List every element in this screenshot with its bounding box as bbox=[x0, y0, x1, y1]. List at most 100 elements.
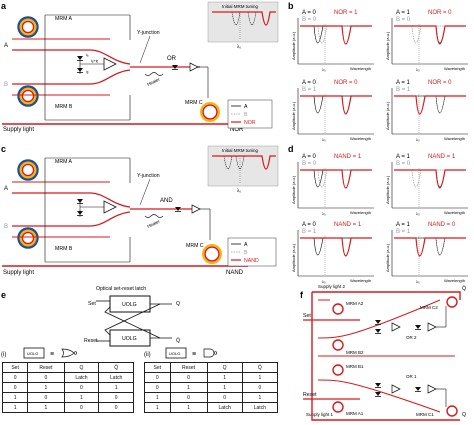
mrm-b1-label: MRM B1 bbox=[346, 364, 364, 369]
uolg-i-label: UOLG bbox=[27, 351, 38, 356]
x-axis-label: Wavelength bbox=[350, 66, 371, 71]
panel-label-b: b bbox=[288, 1, 294, 11]
inset-c-title: Initial MRM tuning bbox=[222, 148, 259, 153]
spectrum-b bbox=[394, 25, 466, 44]
mrm-b-label-c: MRM B bbox=[55, 246, 73, 252]
table-row: 0 1 1 0 bbox=[144, 382, 279, 393]
table-row: 0 0 Latch Latch bbox=[1, 372, 134, 383]
x-axis-label: Wavelength bbox=[444, 210, 465, 215]
mrm-a-label-c: MRM A bbox=[55, 159, 73, 165]
table-cell: 0 bbox=[241, 382, 279, 393]
spectrum-b bbox=[394, 169, 466, 188]
state-a-label: A = 0 bbox=[302, 10, 317, 16]
table-cell: Latch bbox=[206, 402, 243, 413]
table-cell: 1 bbox=[241, 392, 279, 403]
spectrum-b bbox=[394, 237, 466, 256]
mrm-a1-ring bbox=[332, 401, 344, 413]
spectrum-a bbox=[300, 25, 372, 44]
gate-label-or: OR bbox=[167, 56, 177, 62]
latch-qbar-label: Q̄ bbox=[176, 337, 180, 344]
svg-text:≡: ≡ bbox=[192, 351, 196, 358]
supply-label: Supply light bbox=[3, 127, 34, 133]
panel-f: f Supply light 2 Supply light 1 Set Rese… bbox=[300, 284, 466, 421]
inset-a-title: Initial MRM tuning bbox=[222, 4, 259, 9]
inset-a: Initial MRM tuning λ₀ bbox=[207, 1, 279, 49]
mrm-b-ring bbox=[17, 85, 39, 107]
input-b-label: B bbox=[4, 82, 8, 88]
f-q-label: Q bbox=[462, 412, 466, 418]
panel-label-a: a bbox=[1, 1, 7, 11]
table-cell: 1 bbox=[169, 382, 208, 393]
output-nor-label: NOR bbox=[230, 127, 244, 133]
state-b-label: B = 0 bbox=[396, 17, 411, 23]
or1-label: OR 1 bbox=[406, 374, 417, 379]
table-i-header: Set Reset Q Q̄ bbox=[1, 362, 134, 373]
table-row: 0 0 1 1 bbox=[144, 372, 279, 383]
waveguide-b bbox=[12, 69, 131, 85]
sub-ii-label: (ii) bbox=[144, 352, 151, 358]
and-gate-icon bbox=[203, 348, 215, 358]
amplifier-or bbox=[189, 62, 199, 72]
current-sum: iₐ+iᵦ bbox=[91, 58, 99, 63]
table-cell: 1 bbox=[241, 372, 279, 383]
legend-a-item-2: B bbox=[244, 112, 248, 118]
table-cell: 1 bbox=[63, 392, 100, 403]
uolg-top-label: UOLG bbox=[122, 302, 137, 308]
inset-c: Initial MRM tuning λ₀ bbox=[207, 145, 279, 193]
waveguide-a bbox=[12, 49, 131, 65]
mrm-c-ring-c bbox=[202, 244, 222, 264]
state-b-label: B = 1 bbox=[396, 87, 411, 93]
x0-label: λ₀ bbox=[322, 211, 326, 216]
uolg-bottom-label: UOLG bbox=[122, 336, 137, 342]
mrm-c-label: MRM C bbox=[185, 100, 203, 106]
legend-a-item-1: A bbox=[244, 104, 248, 110]
table-row: 1 0 0 1 bbox=[144, 392, 279, 403]
latch-set-label: Set bbox=[88, 301, 96, 307]
y-axis-label: Amplitude (a.u.) bbox=[291, 243, 296, 272]
state-a-label: A = 0 bbox=[302, 80, 317, 86]
spectrum-output bbox=[300, 169, 372, 189]
truth-table-ii: Set Reset Q Q̄ 0 0 1 1 0 1 1 0 1 0 0 1 1… bbox=[144, 362, 279, 413]
heater-coil bbox=[144, 72, 164, 76]
spectrum-a bbox=[300, 237, 372, 256]
table-cell: 1 bbox=[144, 402, 171, 413]
table-row: 1 1 Latch Latch bbox=[144, 402, 279, 413]
table-cell: 1 bbox=[1, 392, 29, 403]
spectrum-b bbox=[300, 95, 372, 114]
spectrum-output bbox=[300, 25, 372, 45]
mrm-c2-ring bbox=[446, 296, 458, 308]
y-junction-label-c: Y-junction bbox=[137, 173, 160, 179]
table-cell: 1 bbox=[206, 372, 243, 383]
panel-e: e Optical set-reset latch Set Reset Q Q̄… bbox=[1, 286, 218, 359]
spectrum-b bbox=[300, 25, 372, 44]
current-a: iₐ bbox=[86, 52, 89, 57]
spectrum-a bbox=[394, 237, 466, 256]
supply1-label: Supply light 1 bbox=[306, 412, 334, 417]
table-cell: 0 bbox=[144, 382, 171, 393]
mrm-b-ring-c bbox=[17, 227, 39, 249]
spectrum-a bbox=[394, 25, 466, 44]
state-a-label: A = 0 bbox=[302, 154, 317, 160]
mrm-c2-label: MRM C2 bbox=[420, 305, 438, 310]
mrm-b1-ring bbox=[332, 364, 344, 376]
table-cell: 0 bbox=[27, 392, 65, 403]
spectrum-output bbox=[300, 95, 372, 115]
panel-a: a MRM A MRM B A B iₐ iᵦ iₐ+iᵦ Y-junction… bbox=[1, 1, 279, 133]
x0-label: λ₀ bbox=[322, 137, 326, 142]
table-row: 0 1 0 1 bbox=[1, 382, 134, 393]
table-cell: 1 bbox=[98, 382, 134, 393]
legend-c-item-3: NAND bbox=[244, 258, 259, 264]
spectrum-output bbox=[300, 237, 372, 257]
y-junction-label: Y-junction bbox=[137, 30, 160, 36]
spectrum-a bbox=[300, 169, 372, 188]
spectrum-output bbox=[394, 95, 466, 115]
x0-label: λ₀ bbox=[416, 137, 420, 142]
output-state-label: NAND = 1 bbox=[334, 222, 362, 228]
f-qbar-label: Q̄ bbox=[462, 285, 466, 292]
